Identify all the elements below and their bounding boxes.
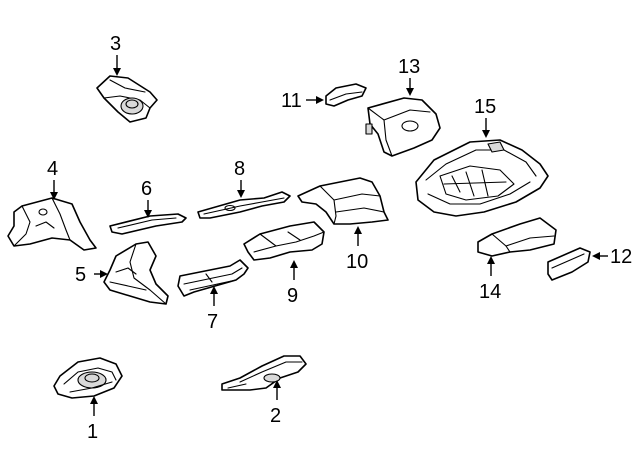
callout-5: 5 <box>75 264 86 286</box>
callout-9: 9 <box>287 285 298 307</box>
part-4[interactable] <box>7 197 97 251</box>
part-1[interactable] <box>53 357 123 399</box>
part-6[interactable] <box>109 213 187 235</box>
callout-10: 10 <box>346 251 368 273</box>
part-3[interactable] <box>96 75 158 123</box>
callout-6: 6 <box>141 178 152 200</box>
part-10[interactable] <box>297 177 389 225</box>
callout-labels: 3 4 6 8 13 15 11 5 12 10 9 7 14 1 2 <box>47 33 632 443</box>
part-7[interactable] <box>177 259 249 297</box>
part-11[interactable] <box>325 83 367 107</box>
callout-2: 2 <box>270 405 281 427</box>
callout-12: 12 <box>610 246 632 268</box>
part-14[interactable] <box>477 217 557 257</box>
callout-11: 11 <box>281 90 302 112</box>
callout-1: 1 <box>87 421 98 443</box>
callout-4: 4 <box>47 158 58 180</box>
part-8[interactable] <box>197 191 291 219</box>
callout-14: 14 <box>479 281 501 303</box>
part-2[interactable] <box>221 355 307 391</box>
callout-7: 7 <box>207 311 218 333</box>
callout-8: 8 <box>234 158 245 180</box>
part-5[interactable] <box>103 241 169 305</box>
part-15[interactable] <box>415 139 549 217</box>
part-12[interactable] <box>547 247 591 281</box>
part-13[interactable] <box>365 97 441 157</box>
callout-3: 3 <box>110 33 121 55</box>
callout-13: 13 <box>398 56 420 78</box>
callout-15: 15 <box>474 96 496 118</box>
part-9[interactable] <box>243 221 325 261</box>
leader-lines <box>50 55 608 416</box>
